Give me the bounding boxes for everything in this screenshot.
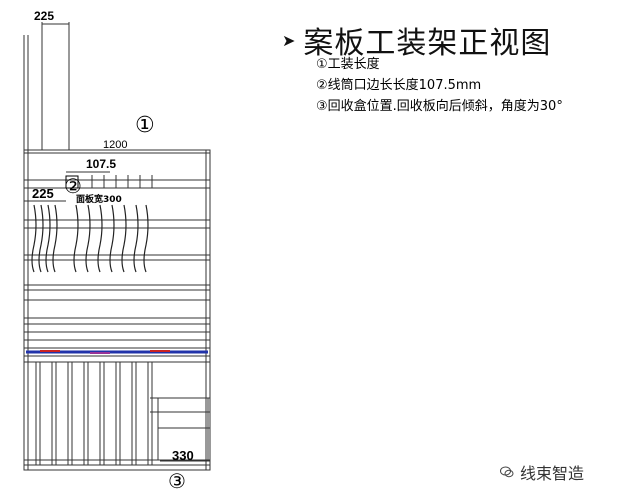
dim-left-label: 225	[32, 186, 54, 201]
watermark: 线束智造	[500, 460, 584, 484]
note-item: ①工装长度	[316, 57, 380, 72]
marker-2: ②	[64, 174, 82, 198]
notes-list: ①工装长度 ②线筒口边长长度107.5mm ③回收盒位置.回收板向后倾斜，角度为…	[316, 54, 563, 117]
dim-spool-label: 107.5	[86, 157, 116, 171]
dim-top-label: 225	[34, 9, 54, 23]
watermark-text: 线束智造	[520, 464, 585, 483]
marker-1: ①	[135, 113, 155, 138]
dim-total-label: 1200	[103, 139, 127, 151]
board-width-label: 面板宽300	[76, 193, 122, 205]
page-title: 案板工装架正视图	[303, 26, 552, 61]
title-row: ➤ 案板工装架正视图	[282, 18, 551, 62]
marker-3: ③	[168, 469, 186, 493]
note-item: ②线筒口边长长度107.5mm	[316, 78, 482, 93]
wechat-icon	[500, 466, 514, 478]
dim-bottom-label: 330	[172, 448, 194, 463]
triangle-right-icon: ➤	[282, 30, 296, 50]
note-item: ③回收盒位置.回收板向后倾斜，角度为30°	[316, 99, 563, 114]
